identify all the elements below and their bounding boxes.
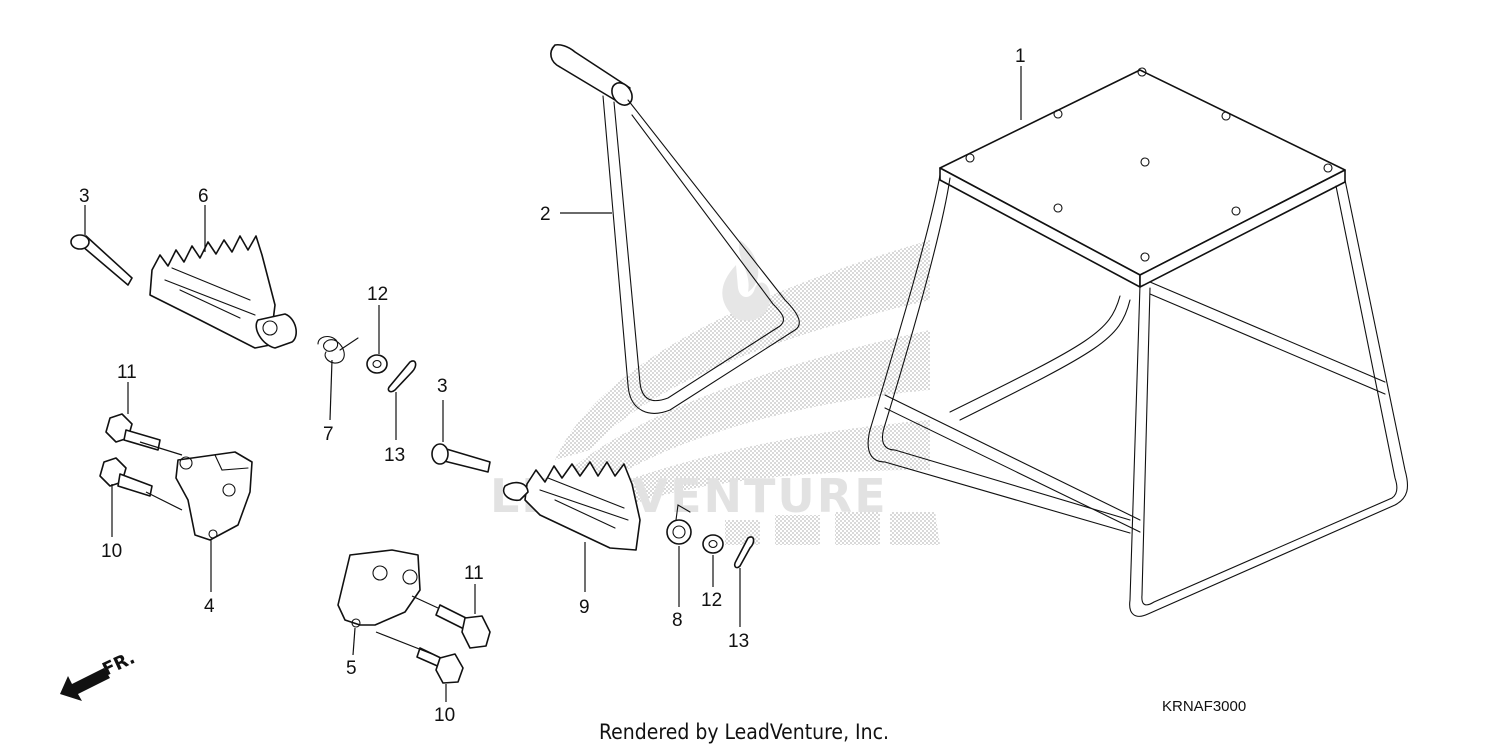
callout-13: 13 bbox=[384, 445, 405, 466]
callout-6: 6 bbox=[198, 186, 209, 207]
footpeg-pin-right bbox=[431, 443, 491, 473]
stand bbox=[867, 67, 1409, 617]
bolt-10-right bbox=[416, 647, 464, 684]
callout-9: 9 bbox=[579, 597, 590, 618]
front-direction-indicator: FR. bbox=[60, 647, 138, 701]
cotter-pin-13-left bbox=[387, 360, 417, 393]
callout-12: 12 bbox=[701, 590, 722, 611]
callout-1: 1 bbox=[1015, 46, 1026, 67]
stand-bolt bbox=[1053, 109, 1063, 119]
stand-bolt bbox=[1140, 157, 1150, 167]
diagram-code: KRNAF3000 bbox=[1162, 698, 1246, 715]
left-footpeg-bracket bbox=[175, 451, 253, 541]
stand-bolt bbox=[1140, 252, 1150, 262]
callout-4: 4 bbox=[204, 596, 215, 617]
callout-3: 3 bbox=[437, 376, 448, 397]
right-footpeg-bracket bbox=[337, 549, 421, 628]
callout-11: 11 bbox=[464, 563, 484, 584]
callout-10: 10 bbox=[434, 705, 455, 726]
stand-bolt bbox=[1221, 111, 1231, 121]
callouts: 1 2 3 3 4 5 6 7 8 9 10 10 11 11 12 12 13… bbox=[79, 46, 1026, 726]
callout-10: 10 bbox=[101, 541, 122, 562]
callout-8: 8 bbox=[672, 610, 683, 631]
stand-bolt bbox=[965, 153, 975, 163]
front-label: FR. bbox=[99, 647, 138, 680]
left-footpeg-spring bbox=[317, 335, 359, 364]
credit-text: Rendered by LeadVenture, Inc. bbox=[599, 720, 889, 744]
bolt-11-left bbox=[105, 413, 161, 451]
bolt-11-right bbox=[435, 604, 491, 649]
stand-bolt bbox=[1137, 67, 1147, 77]
arrow-down-left-icon bbox=[60, 668, 110, 701]
callout-3: 3 bbox=[79, 186, 90, 207]
stand-bolt bbox=[1231, 206, 1241, 216]
callout-5: 5 bbox=[346, 658, 357, 679]
bolt-10-left bbox=[99, 457, 153, 497]
callout-13: 13 bbox=[728, 631, 749, 652]
left-footpeg bbox=[149, 235, 297, 349]
stand-bolt bbox=[1053, 203, 1063, 213]
washer-12-left bbox=[366, 354, 388, 374]
side-stand bbox=[550, 43, 800, 414]
callout-7: 7 bbox=[323, 424, 334, 445]
right-footpeg bbox=[502, 461, 641, 551]
stand-bolt bbox=[1323, 163, 1333, 173]
callout-2: 2 bbox=[540, 204, 551, 225]
washer-12-right bbox=[702, 534, 724, 554]
callout-12: 12 bbox=[367, 284, 388, 305]
right-footpeg-spring bbox=[666, 504, 692, 545]
cotter-pin-13-right bbox=[733, 536, 755, 569]
footpeg-pin-left bbox=[70, 234, 133, 286]
callout-11: 11 bbox=[117, 362, 137, 383]
leader-lines bbox=[84, 66, 1022, 702]
